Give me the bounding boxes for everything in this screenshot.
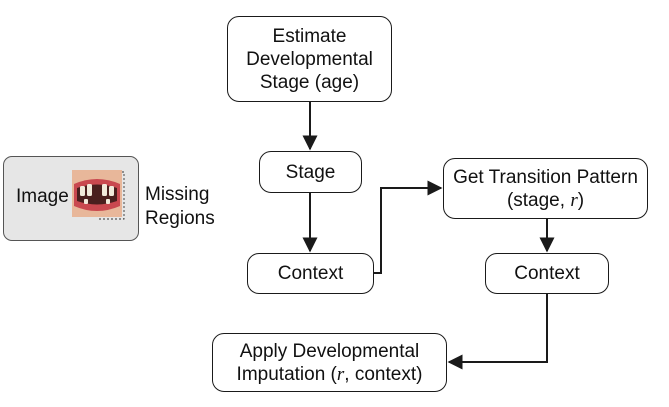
node-estimate-line-1: Estimate	[272, 25, 347, 47]
missing-regions-label: Missing Regions	[145, 183, 215, 231]
image-label: Image	[16, 186, 69, 207]
node-apply-developmental-imputation: Apply Developmental Imputation (r, conte…	[212, 333, 447, 392]
node-transition-prefix: (stage,	[506, 189, 571, 211]
node-apply-line-1: Apply Developmental	[239, 340, 420, 362]
node-stage: Stage	[259, 151, 362, 193]
node-context-right: Context	[485, 253, 609, 294]
node-context-left: Context	[247, 253, 374, 294]
node-context-right-label: Context	[514, 263, 580, 284]
node-transition-var-r: r	[570, 189, 578, 211]
node-apply-suffix: , context)	[344, 363, 423, 385]
edge-context-to-transition	[374, 180, 443, 274]
teeth-photo	[72, 170, 125, 220]
node-stage-label: Stage	[285, 161, 336, 183]
node-transition-line-1: Get Transition Pattern	[453, 166, 638, 188]
node-transition-line-2: (stage, r)	[507, 189, 584, 212]
node-estimate-line-3: Stage (age)	[259, 71, 360, 93]
node-transition-suffix: )	[577, 189, 585, 211]
node-estimate-line-2: Developmental	[246, 48, 373, 70]
node-apply-var-r: r	[336, 363, 345, 385]
node-context-left-label: Context	[277, 263, 344, 284]
node-apply-prefix: Imputation (	[236, 363, 337, 385]
missing-regions-line-2: Regions	[145, 208, 215, 229]
missing-regions-line-1: Missing	[145, 184, 210, 205]
edge-context-to-apply	[447, 294, 548, 370]
node-apply-line-2: Imputation (r, context)	[237, 363, 423, 386]
node-estimate-developmental-stage: Estimate Developmental Stage (age)	[227, 16, 392, 102]
node-get-transition-pattern: Get Transition Pattern (stage, r)	[443, 158, 648, 219]
